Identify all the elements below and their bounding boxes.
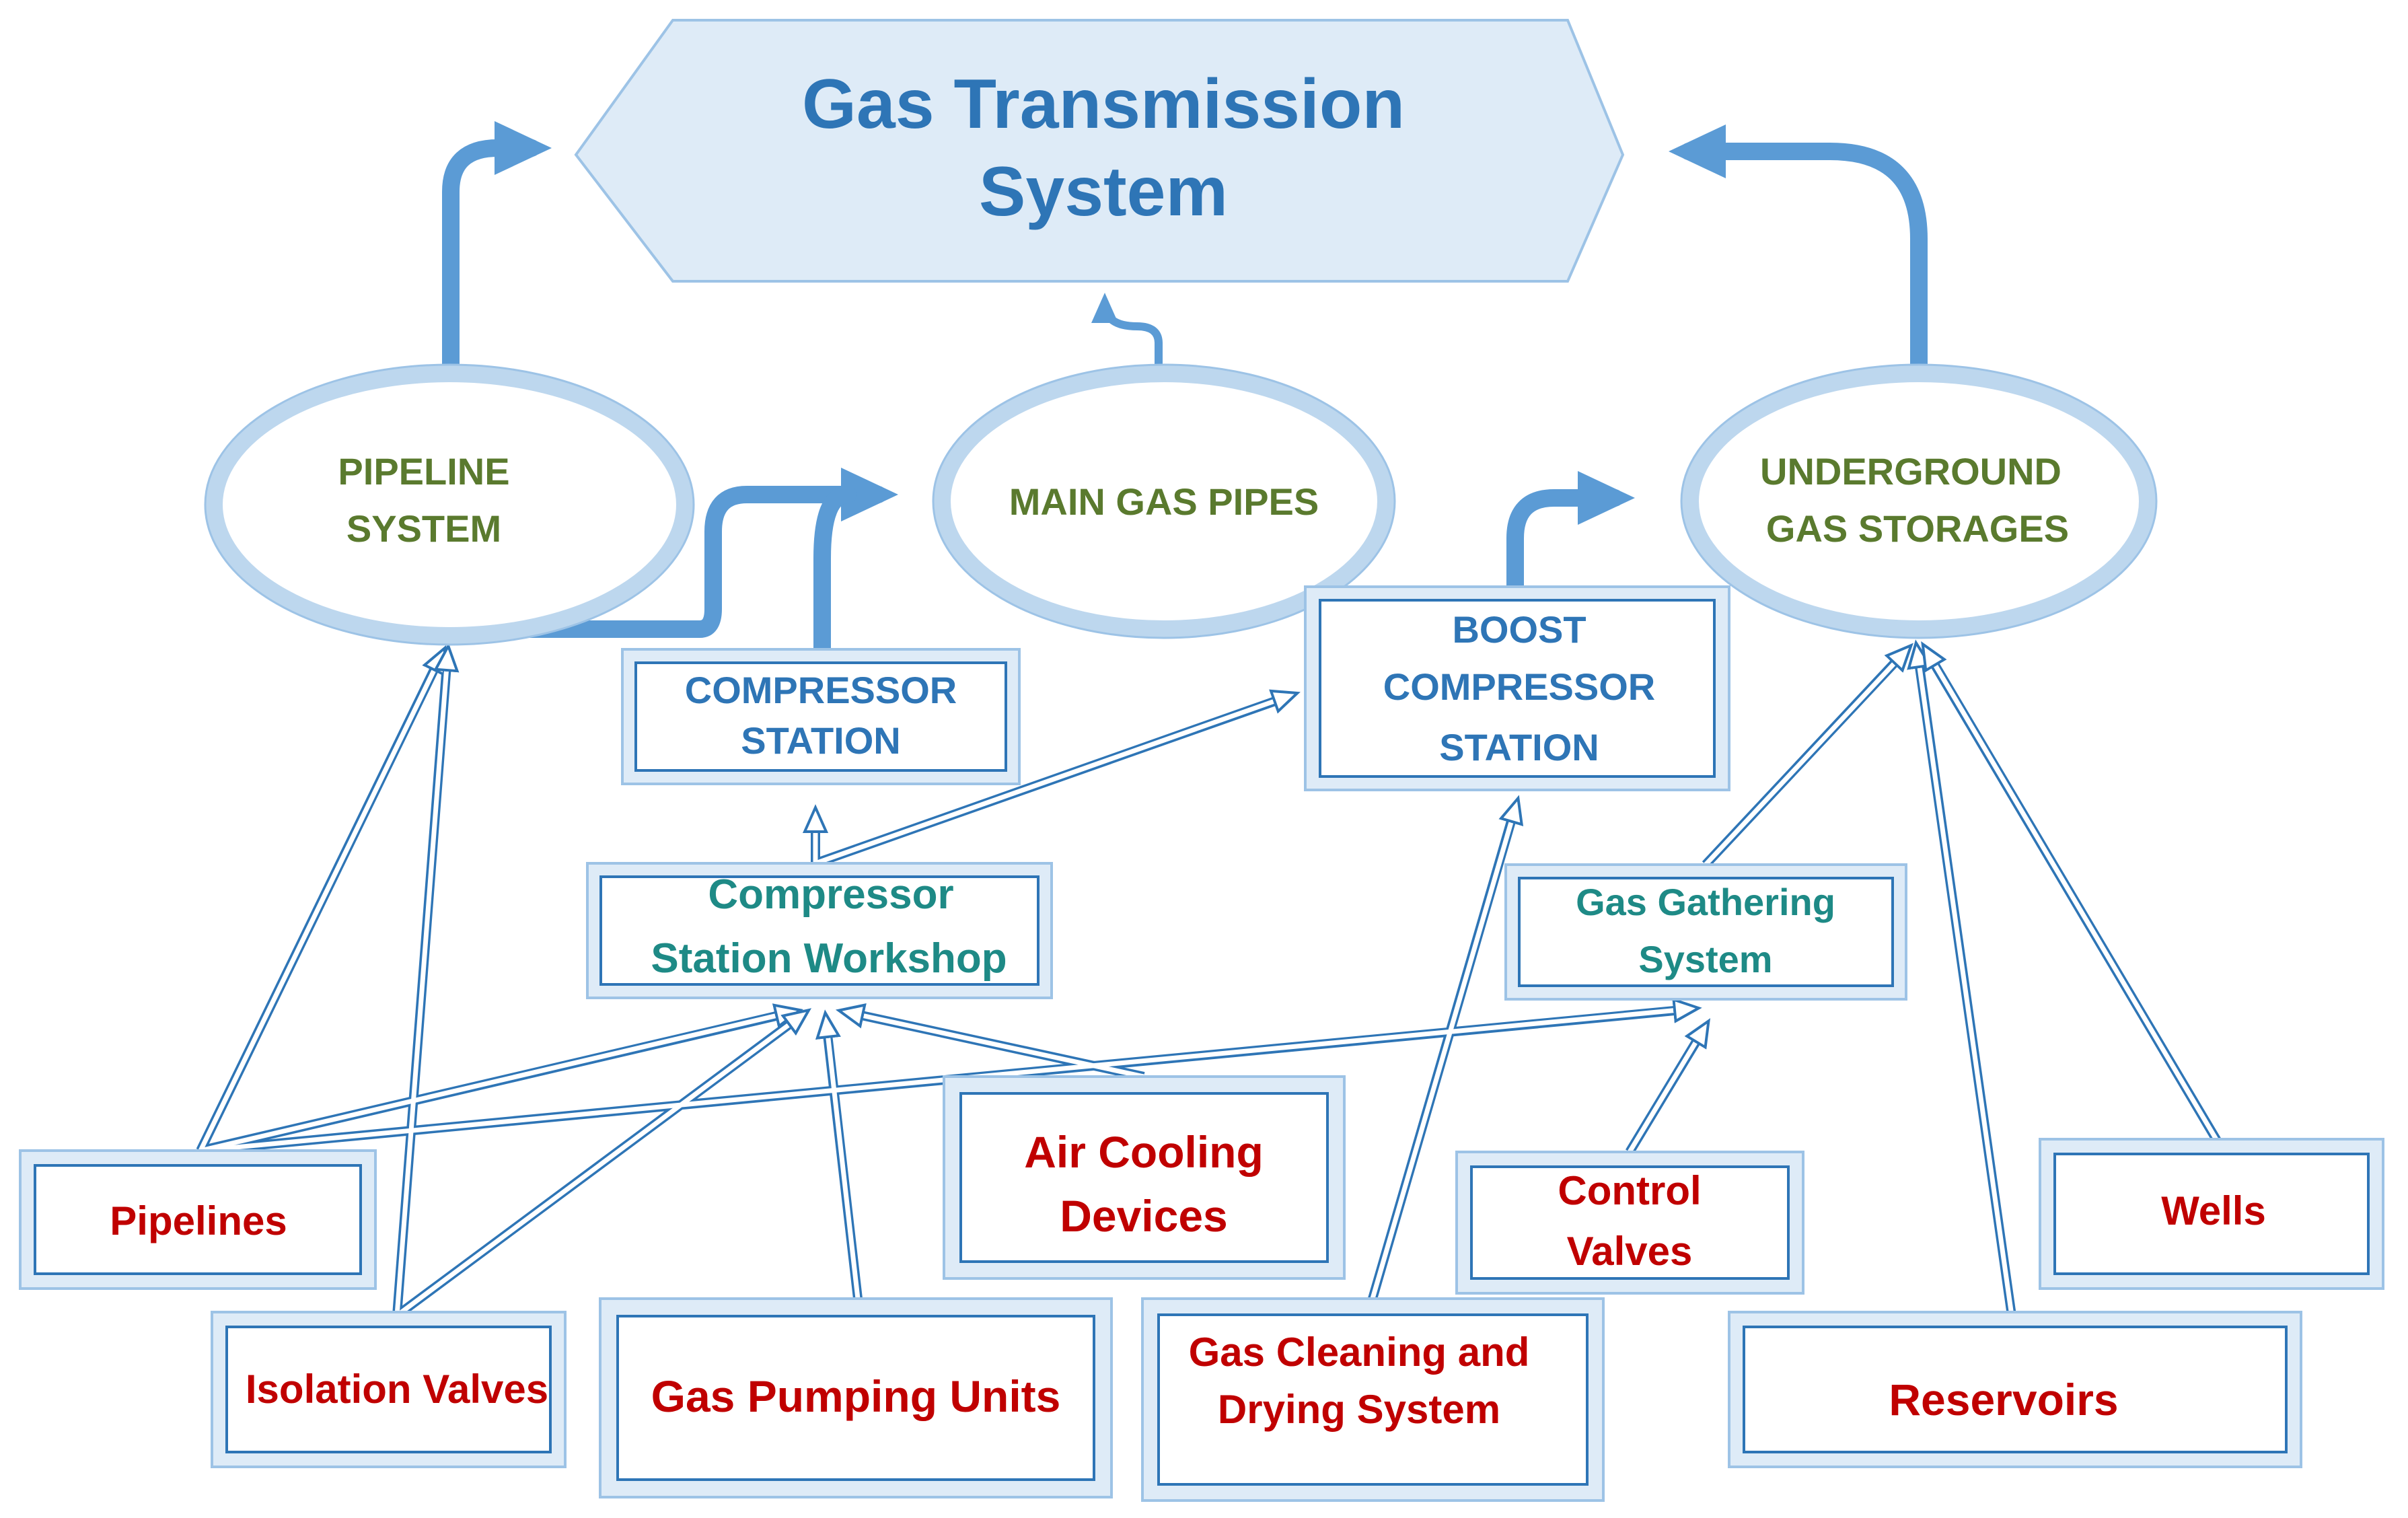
arrow-pumping-units-to-workshop xyxy=(815,1009,861,1299)
control-valves-box: Control Valves xyxy=(1455,1151,1804,1295)
wells-box: Wells xyxy=(2039,1138,2384,1290)
wells-label: Wells xyxy=(2161,1188,2266,1233)
gas-pumping-units-label: Gas Pumping Units xyxy=(651,1371,1061,1421)
gas-cleaning-drying-box: Gas Cleaning and Drying System xyxy=(1141,1297,1605,1502)
arrow-gathering-to-storages xyxy=(1704,643,1913,867)
arrow-isolation-valves-to-workshop xyxy=(395,1008,812,1317)
workshop-label-line1: Compressor xyxy=(708,871,953,918)
thin-arrows xyxy=(198,639,2220,1317)
air-cooling-label-line2: Devices xyxy=(1060,1191,1228,1241)
pipeline-system-label-line1: PIPELINE xyxy=(338,450,509,493)
arrow-boost-to-storages xyxy=(1506,471,1635,595)
pipelines-box: Pipelines xyxy=(19,1149,377,1290)
main-gas-pipes-label: MAIN GAS PIPES xyxy=(1009,480,1319,523)
arrow-isolation-valves-to-pipeline-system xyxy=(394,643,460,1316)
gathering-label-line1: Gas Gathering xyxy=(1576,881,1835,923)
arrow-air-cooling-to-workshop xyxy=(835,1003,1144,1079)
arrow-storages-to-title xyxy=(1669,124,1928,380)
air-cooling-label-line1: Air Cooling xyxy=(1024,1127,1264,1177)
boost-station-label-line1: BOOST xyxy=(1452,608,1586,651)
arrow-workshop-to-boost xyxy=(814,689,1301,866)
reservoirs-label: Reservoirs xyxy=(1889,1375,2118,1424)
control-valves-label-line1: Control xyxy=(1558,1168,1701,1213)
arrow-gas-cleaning-to-boost xyxy=(1370,795,1524,1299)
compressor-station-label-line1: COMPRESSOR xyxy=(685,669,957,711)
pipeline-system-label-line2: SYSTEM xyxy=(346,507,501,550)
arrow-pipelines-to-gathering xyxy=(200,997,1702,1153)
title-hexagon: Gas Transmission System xyxy=(574,19,1625,283)
ellipse-main-gas-pipes: MAIN GAS PIPES xyxy=(932,363,1396,639)
isolation-valves-label: Isolation Valves xyxy=(246,1367,548,1412)
ellipse-pipeline-system: PIPELINE SYSTEM xyxy=(204,363,695,646)
underground-storages-label-line1: UNDERGROUND xyxy=(1760,450,2062,493)
air-cooling-devices-box: Air Cooling Devices xyxy=(943,1075,1346,1280)
isolation-valves-box: Isolation Valves xyxy=(211,1311,567,1468)
gathering-label-line2: System xyxy=(1638,938,1772,980)
arrow-pipeline-to-main-pipes xyxy=(442,468,898,638)
compressor-station-workshop-box: Compressor Station Workshop xyxy=(586,862,1053,999)
arrow-main-pipes-to-title xyxy=(1091,293,1163,375)
arrow-wells-to-storages xyxy=(1921,641,2220,1142)
arrow-pipelines-to-pipeline-system xyxy=(198,645,447,1152)
gas-pumping-units-box: Gas Pumping Units xyxy=(599,1297,1113,1498)
ellipse-underground-gas-storages: UNDERGROUND GAS STORAGES xyxy=(1680,363,2158,639)
control-valves-label-line2: Valves xyxy=(1567,1229,1693,1274)
pipelines-label: Pipelines xyxy=(110,1198,287,1243)
thick-arrows xyxy=(442,121,1928,665)
arrow-compressor-to-main-pipes xyxy=(813,486,856,665)
diagram-title-line2: System xyxy=(979,153,1228,231)
arrow-pipeline-to-title xyxy=(442,121,552,380)
boost-station-label-line3: STATION xyxy=(1439,726,1599,768)
boost-station-label-line2: COMPRESSOR xyxy=(1383,665,1656,708)
underground-storages-label-line2: GAS STORAGES xyxy=(1766,507,2069,550)
compressor-station-label-line2: STATION xyxy=(741,719,900,762)
gas-gathering-system-box: Gas Gathering System xyxy=(1504,863,1907,1001)
arrow-reservoirs-to-storages xyxy=(1907,639,2014,1316)
gas-cleaning-label-line1: Gas Cleaning and xyxy=(1189,1330,1530,1375)
reservoirs-box: Reservoirs xyxy=(1728,1311,2302,1468)
workshop-label-line2: Station Workshop xyxy=(651,935,1007,982)
gas-cleaning-label-line2: Drying System xyxy=(1218,1387,1500,1432)
arrow-pipelines-to-workshop xyxy=(200,1003,804,1153)
compressor-station-box: COMPRESSOR STATION xyxy=(621,648,1021,785)
diagram-title-line1: Gas Transmission xyxy=(802,65,1405,143)
boost-compressor-station-box: BOOST COMPRESSOR STATION xyxy=(1304,585,1730,791)
arrow-control-valves-to-gathering xyxy=(1628,1018,1711,1153)
